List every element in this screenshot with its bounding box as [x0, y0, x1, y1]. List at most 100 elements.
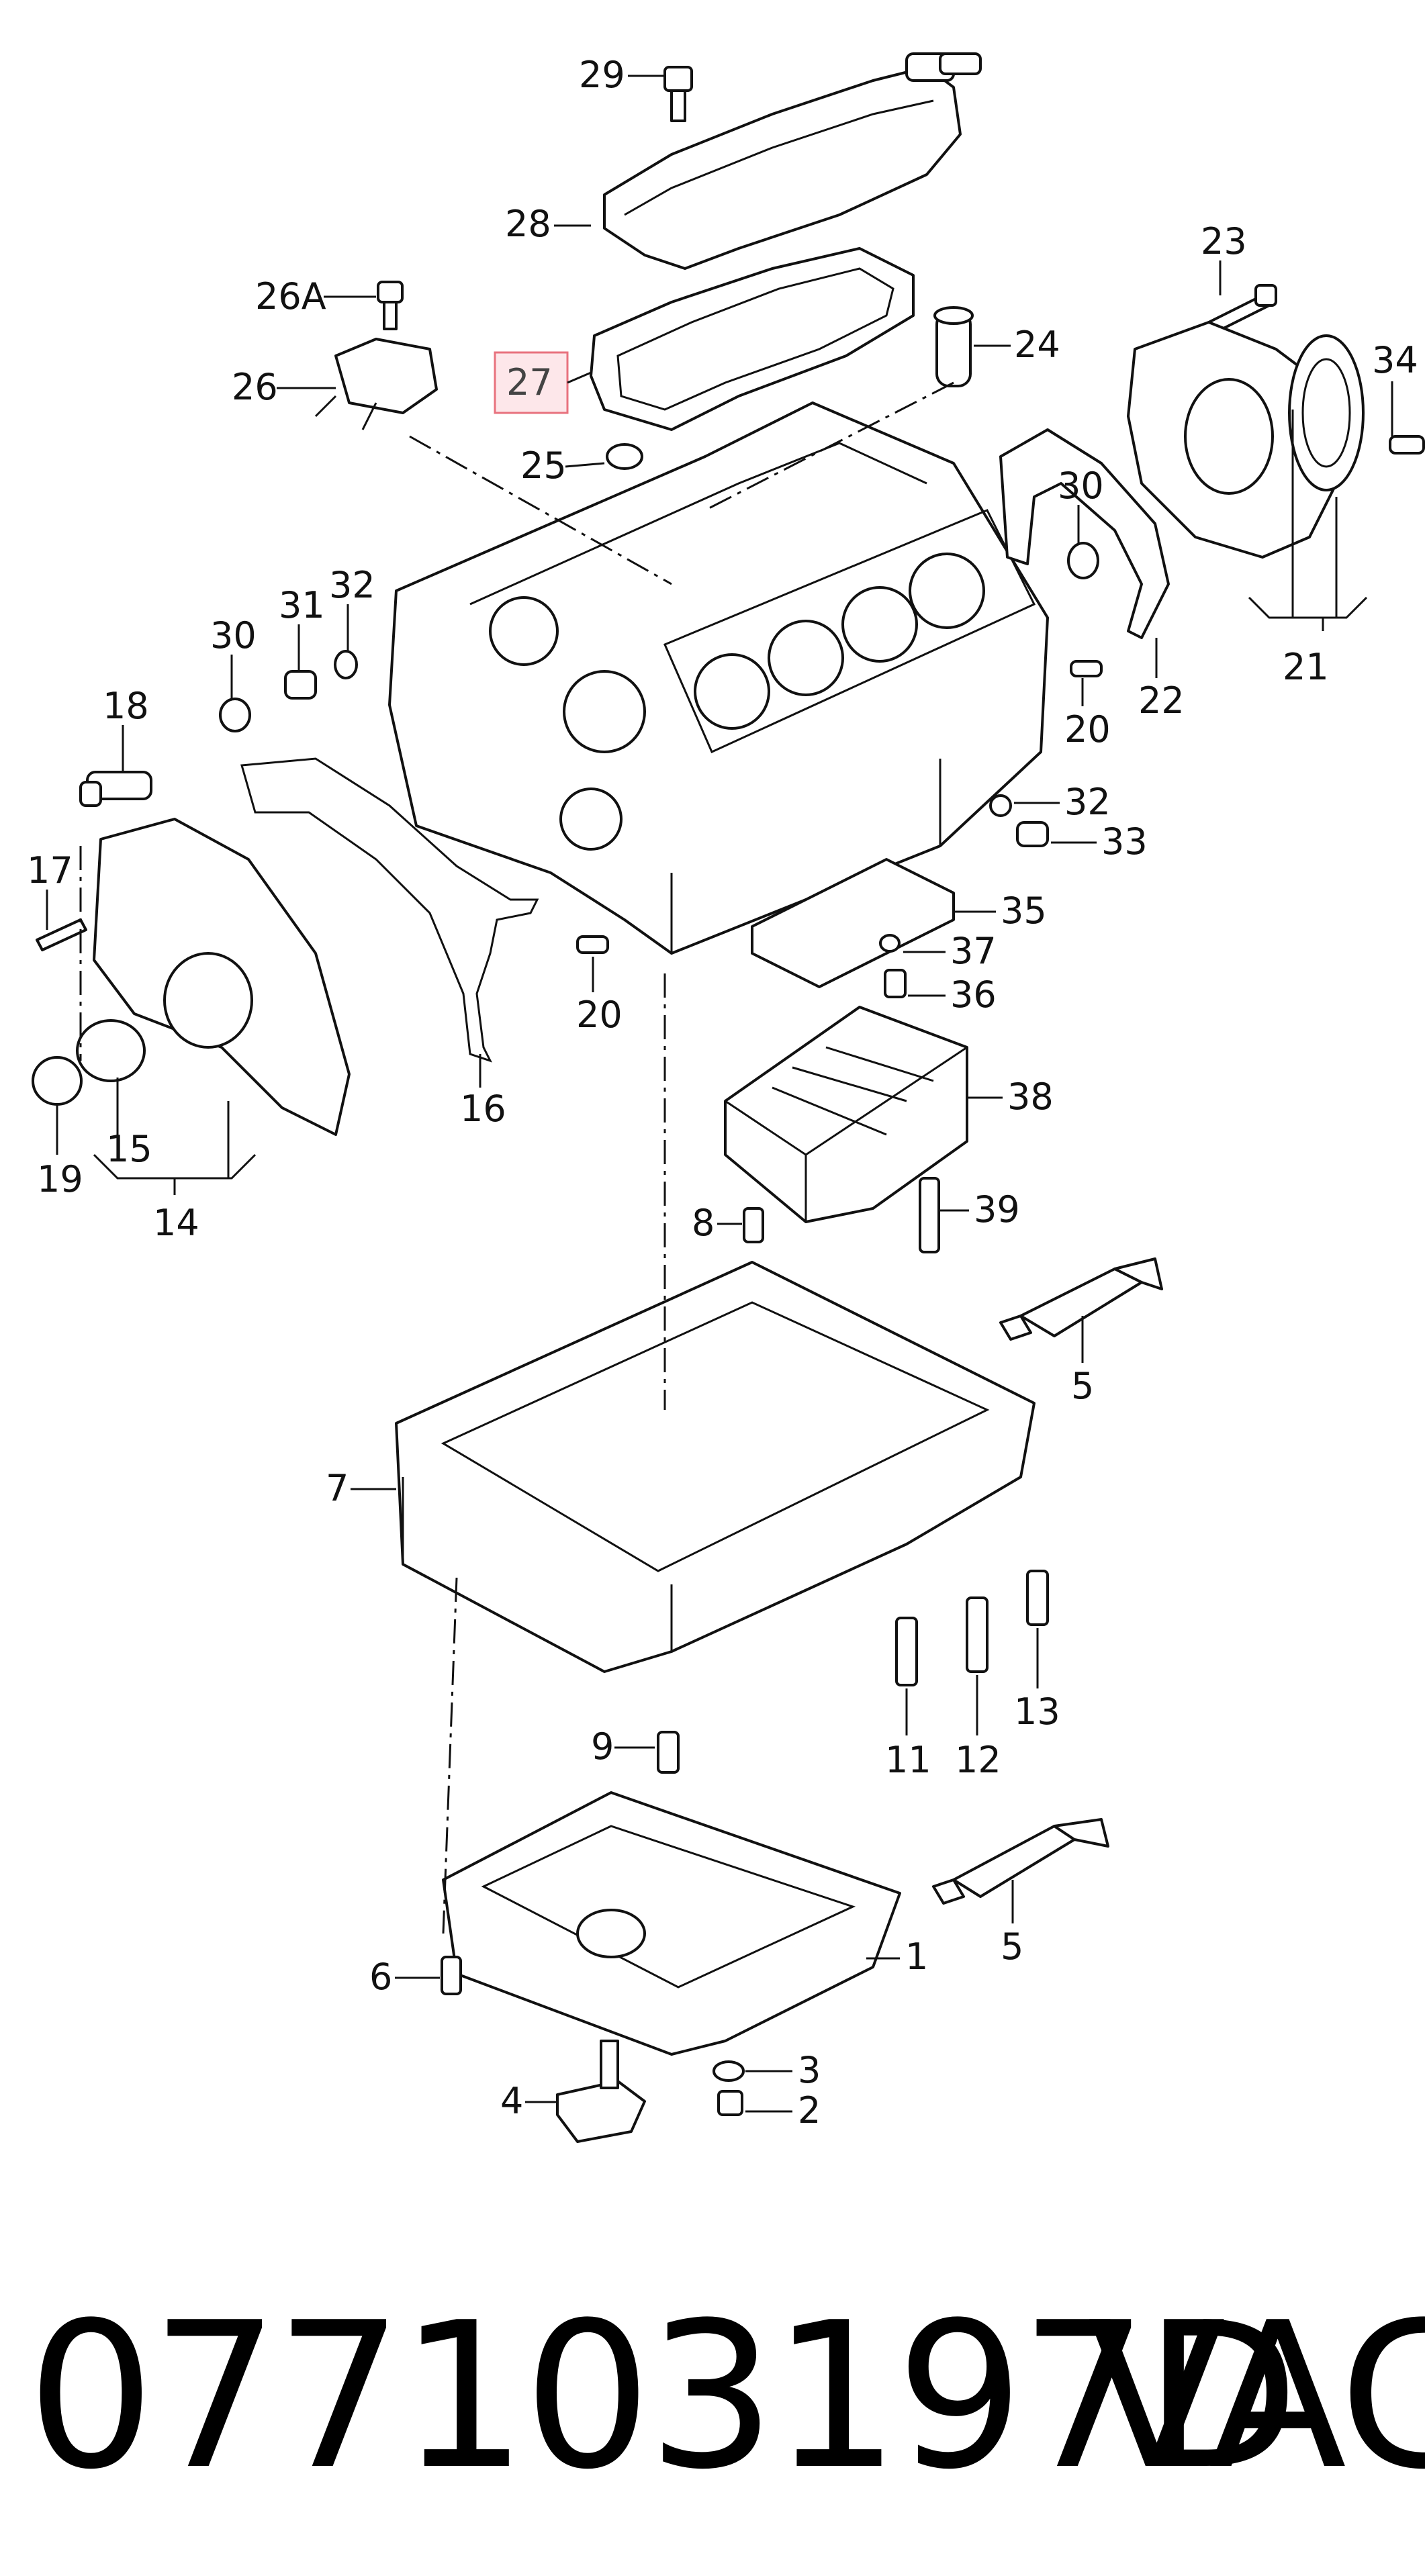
svg-text:11: 11 [885, 1739, 931, 1781]
callout-36[interactable]: 36 [908, 973, 997, 1016]
callout-19[interactable]: 19 [37, 1104, 83, 1200]
svg-text:39: 39 [974, 1188, 1020, 1231]
svg-text:9: 9 [591, 1725, 614, 1768]
seal-15 [76, 1019, 146, 1082]
sealant-tube-5a [999, 1257, 1163, 1341]
svg-text:8: 8 [692, 1202, 715, 1244]
bolt-11 [895, 1617, 918, 1686]
callout-16[interactable]: 16 [460, 1054, 506, 1130]
callout-30b[interactable]: 30 [210, 614, 257, 698]
callout-12[interactable]: 12 [955, 1675, 1001, 1781]
callout-24[interactable]: 24 [974, 324, 1060, 366]
svg-text:33: 33 [1101, 820, 1148, 863]
bolt-26a [377, 281, 404, 330]
callout-20b[interactable]: 20 [576, 957, 623, 1036]
svg-text:30: 30 [210, 614, 257, 657]
plug-25 [606, 443, 643, 470]
callout-15[interactable]: 15 [106, 1128, 152, 1170]
gasket-16 [240, 757, 539, 1063]
callout-35[interactable]: 35 [954, 890, 1047, 932]
svg-text:4: 4 [500, 2080, 523, 2122]
svg-text:32: 32 [1064, 781, 1111, 823]
pin-20a [1070, 660, 1103, 677]
callout-18[interactable]: 18 [103, 685, 149, 772]
callout-5a[interactable]: 5 [1071, 1316, 1094, 1407]
callout-7[interactable]: 7 [326, 1467, 396, 1509]
oil-level-sensor-4 [556, 2040, 646, 2143]
svg-text:5: 5 [1071, 1365, 1094, 1407]
svg-text:29: 29 [579, 54, 625, 96]
svg-text:34: 34 [1372, 339, 1418, 381]
bolt-23 [1207, 284, 1277, 334]
callout-27-highlighted[interactable]: 27 [494, 351, 592, 414]
callout-14[interactable]: 14 [153, 1202, 199, 1244]
bolt-17 [36, 918, 87, 951]
callout-4[interactable]: 4 [500, 2080, 557, 2122]
svg-text:27: 27 [506, 361, 553, 403]
callout-25[interactable]: 25 [520, 444, 605, 487]
callout-29[interactable]: 29 [579, 54, 663, 96]
svg-text:31: 31 [279, 584, 325, 626]
alignment-line-24 [704, 381, 954, 512]
frame-38 [724, 1006, 968, 1223]
bolt-39 [919, 1177, 940, 1253]
front-cover-14 [93, 818, 351, 1136]
pin-20b [576, 935, 609, 954]
callout-20a[interactable]: 20 [1064, 678, 1111, 751]
callout-33[interactable]: 33 [1051, 820, 1148, 863]
callout-32b[interactable]: 32 [1014, 781, 1111, 823]
callout-31[interactable]: 31 [279, 584, 325, 671]
rear-cover-21 [1127, 321, 1365, 559]
callout-8[interactable]: 8 [692, 1202, 742, 1244]
lower-oil-pan-1 [442, 1791, 901, 2056]
group-brackets [93, 410, 1368, 1195]
pin-34 [1389, 435, 1425, 455]
svg-text:21: 21 [1283, 646, 1329, 688]
gasket-27 [590, 247, 915, 431]
callout-17[interactable]: 17 [27, 849, 73, 930]
svg-text:7: 7 [326, 1467, 349, 1509]
callout-23[interactable]: 23 [1201, 220, 1247, 295]
svg-text:23: 23 [1201, 220, 1247, 263]
callout-11[interactable]: 11 [885, 1688, 931, 1781]
svg-text:19: 19 [37, 1158, 83, 1200]
callout-28[interactable]: 28 [505, 203, 591, 245]
svg-text:18: 18 [103, 685, 149, 727]
callout-30a[interactable]: 30 [1058, 465, 1104, 544]
callout-3[interactable]: 3 [745, 2049, 821, 2091]
svg-text:35: 35 [1001, 890, 1047, 932]
svg-text:14: 14 [153, 1202, 199, 1244]
gasket-22 [999, 428, 1170, 639]
svg-text:5: 5 [1001, 1925, 1023, 1968]
svg-text:37: 37 [950, 930, 997, 972]
callout-26a[interactable]: 26A [255, 275, 376, 318]
part-drawings [32, 52, 1425, 2143]
callout-13[interactable]: 13 [1014, 1628, 1060, 1733]
gasket-35 [751, 858, 955, 988]
manufacturer-mark: VAG [1088, 2279, 1425, 2514]
callout-1[interactable]: 1 [866, 1936, 928, 1978]
cylinder-head-cover [603, 52, 982, 270]
part-number-footer: 077103197D VAG [27, 2269, 1425, 2524]
svg-text:26: 26 [232, 366, 278, 408]
callout-22[interactable]: 22 [1138, 638, 1185, 722]
callout-26[interactable]: 26 [232, 366, 336, 408]
callout-38[interactable]: 38 [967, 1076, 1054, 1118]
callout-34[interactable]: 34 [1372, 339, 1418, 436]
callout-2[interactable]: 2 [745, 2089, 821, 2132]
callout-21[interactable]: 21 [1283, 646, 1329, 688]
callout-32a[interactable]: 32 [329, 564, 375, 651]
bracket-14-ties [116, 1078, 230, 1195]
callout-9[interactable]: 9 [591, 1725, 655, 1768]
callout-6[interactable]: 6 [369, 1956, 440, 1998]
callouts: 29 28 26A 26 27 25 24 23 [27, 54, 1418, 2132]
svg-text:30: 30 [1058, 465, 1104, 507]
callout-39[interactable]: 39 [939, 1188, 1020, 1231]
callout-37[interactable]: 37 [903, 930, 997, 972]
svg-text:3: 3 [798, 2049, 821, 2091]
washer-37 [879, 934, 901, 953]
svg-text:38: 38 [1007, 1076, 1054, 1118]
callout-5b[interactable]: 5 [1001, 1880, 1023, 1968]
alignment-line-pans [442, 1577, 458, 1934]
